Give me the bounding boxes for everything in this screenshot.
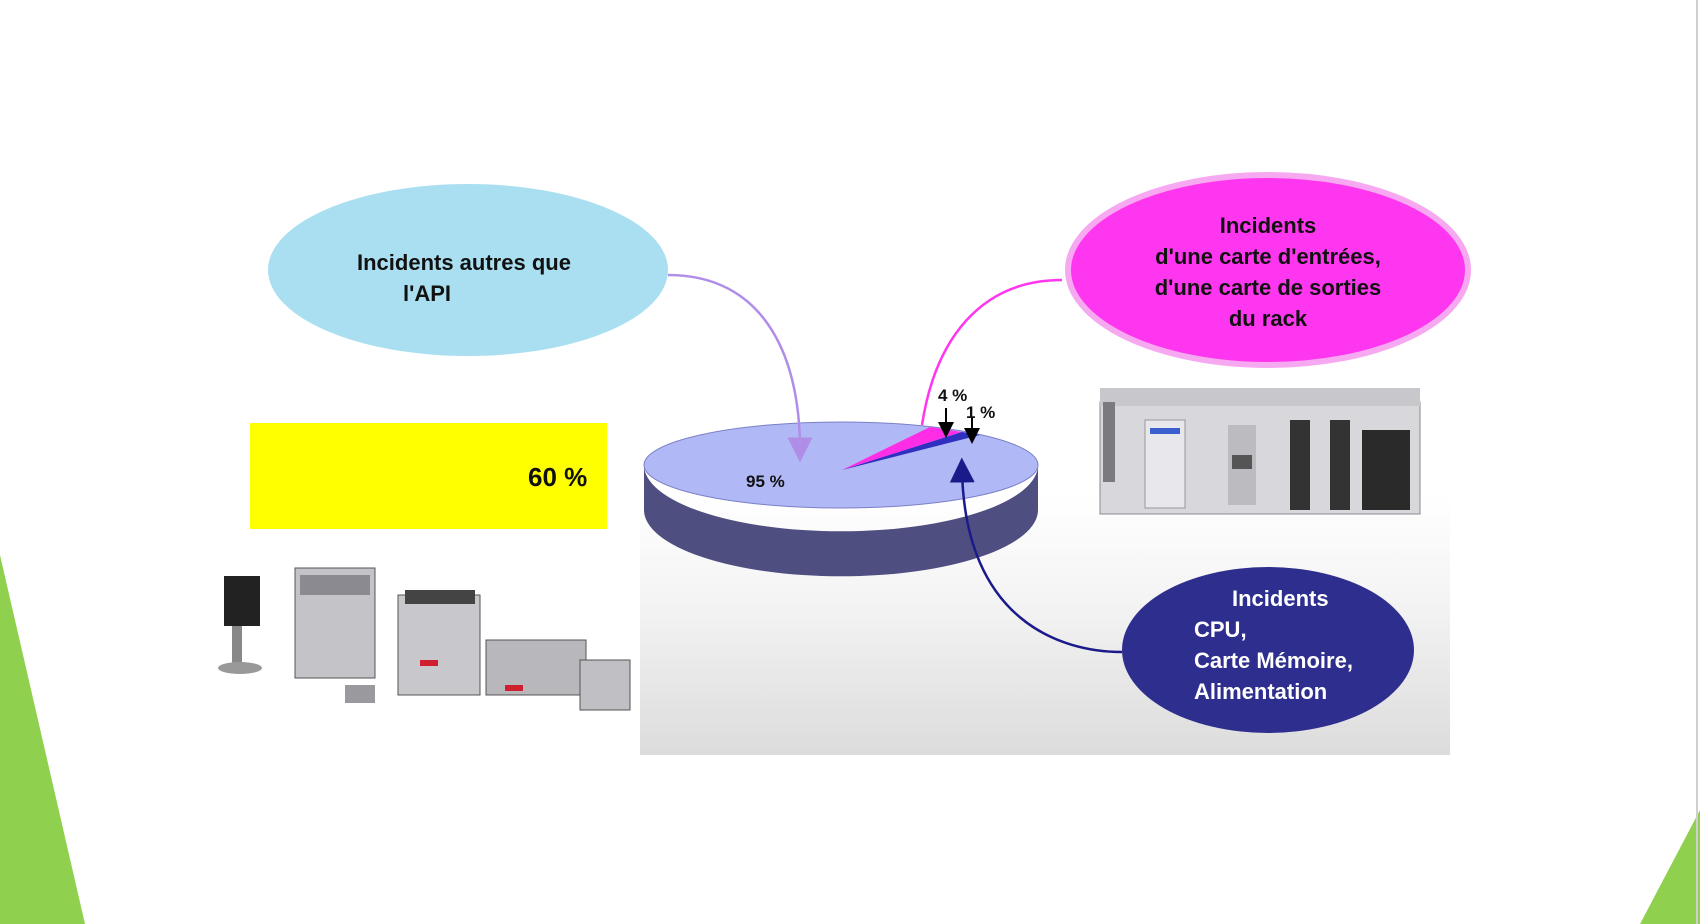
connector-cpu [949,457,1123,654]
green-accent-left [0,555,85,924]
connector-other [667,273,813,463]
machine-line-image [218,567,631,711]
bubble-io-incidents [1065,172,1471,368]
bubble-other-line1: Incidents autres que [357,250,571,275]
bubble-cpu-incidents [1122,567,1414,733]
pie-slice-1 [842,432,980,470]
green-accent-right [1640,810,1700,924]
bubble-cpu-line3: Carte Mémoire, [1194,648,1353,673]
bubble-io-text: Incidents d'une carte d'entrées, d'une c… [1130,210,1406,334]
sensors-highlight-box [250,423,607,529]
connector-io [920,278,1063,426]
plc-rack-image [1099,388,1421,515]
bubble-io-line2: d'une carte d'entrées, [1155,244,1381,269]
sensors-percentage: 60 % [528,462,588,492]
bubble-other-incidents [268,184,668,356]
pie-slice-4 [842,427,962,470]
bubble-cpu-line4: Alimentation [1194,679,1328,704]
bubble-other-line2: l'API [403,281,452,306]
bubble-io-line3: d'une carte de sorties [1154,275,1382,300]
bubble-cpu-text: Incidents CPU, Carte Mémoire, Alimentati… [1194,583,1353,707]
pie-label-4: 4 % [938,386,968,405]
pie-label-95: 95 % [746,472,785,491]
bubble-cpu-line2: CPU, [1194,617,1247,642]
bubble-io-line1: Incidents [1219,213,1317,238]
bubble-io-line4: du rack [1228,306,1308,331]
bubble-cpu-line1: Incidents [1232,586,1329,611]
pie-side [644,465,1038,577]
pie-label-1: 1 % [966,403,996,422]
bubble-other-text: Incidents autres que l'API [357,247,571,309]
